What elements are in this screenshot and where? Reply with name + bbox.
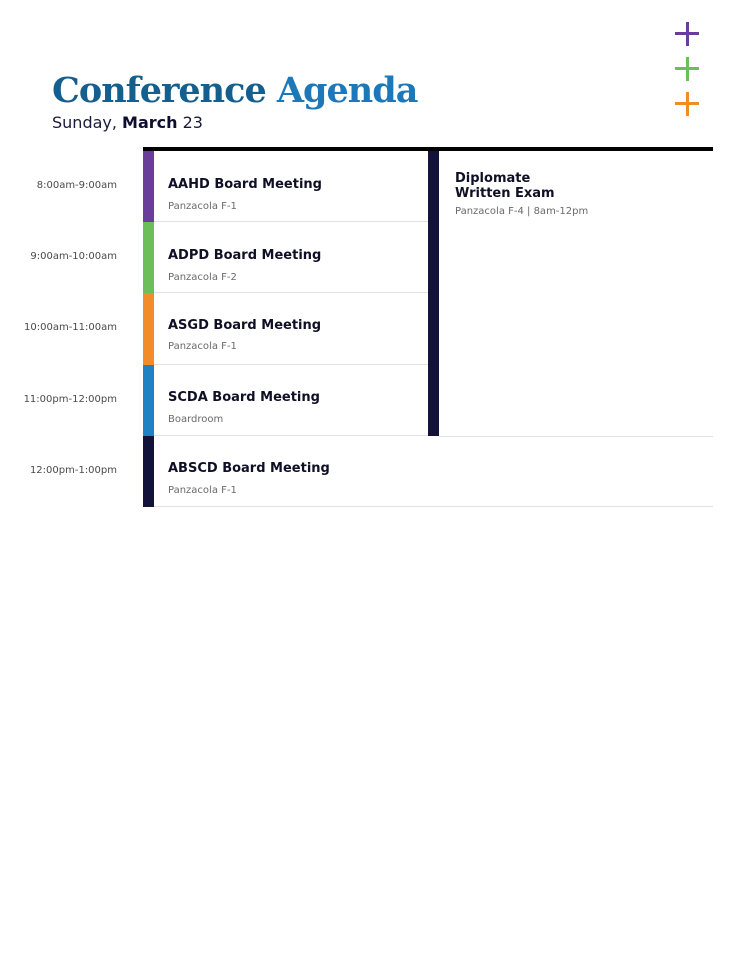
date-day: Sunday, <box>52 113 117 132</box>
page-title: Conference Agenda <box>52 70 418 111</box>
event-adpd-board-meeting[interactable]: ADPD Board Meeting Panzacola F-2 <box>154 222 429 293</box>
event-title: ABSCD Board Meeting <box>168 461 330 476</box>
event-location: Panzacola F-2 <box>168 272 237 283</box>
event-color-bar <box>428 151 439 436</box>
title-word-conference: Conference <box>52 70 267 111</box>
time-label: 11:00pm-12:00pm <box>23 394 117 405</box>
event-color-bar <box>143 365 154 436</box>
agenda-top-rule <box>143 147 713 151</box>
event-location: Panzacola F-1 <box>168 485 237 496</box>
event-title: AAHD Board Meeting <box>168 177 322 192</box>
event-title-line: Written Exam <box>455 186 555 201</box>
event-location: Boardroom <box>168 414 224 425</box>
event-aahd-board-meeting[interactable]: AAHD Board Meeting Panzacola F-1 <box>154 151 429 222</box>
event-asgd-board-meeting[interactable]: ASGD Board Meeting Panzacola F-1 <box>154 293 429 365</box>
plus-icon-purple <box>675 22 699 46</box>
event-title: SCDA Board Meeting <box>168 390 320 405</box>
plus-icon-green <box>675 57 699 81</box>
event-scda-board-meeting[interactable]: SCDA Board Meeting Boardroom <box>154 365 429 436</box>
event-color-bar <box>143 151 154 222</box>
time-label: 9:00am-10:00am <box>30 251 117 262</box>
page-date: Sunday, March 23 <box>52 113 203 132</box>
event-color-bar <box>143 222 154 293</box>
time-label: 12:00pm-1:00pm <box>29 465 117 476</box>
event-color-bar <box>143 436 154 507</box>
time-label: 10:00am-11:00am <box>24 322 117 333</box>
date-number: 23 <box>182 113 203 132</box>
event-title: ASGD Board Meeting <box>168 318 322 333</box>
time-label: 8:00am-9:00am <box>36 180 117 191</box>
event-color-bar <box>143 293 154 365</box>
event-abscd-board-meeting[interactable]: ABSCD Board Meeting Panzacola F-1 <box>154 436 713 507</box>
event-title: ADPD Board Meeting <box>168 248 322 263</box>
date-month: March <box>122 113 178 132</box>
plus-icon-orange <box>675 92 699 116</box>
event-location: Panzacola F-1 <box>168 341 237 352</box>
event-title-line: Diplomate <box>455 171 531 186</box>
title-word-agenda: Agenda <box>276 70 418 111</box>
event-location: Panzacola F-4 | 8am-12pm <box>455 206 589 217</box>
event-location: Panzacola F-1 <box>168 201 237 212</box>
